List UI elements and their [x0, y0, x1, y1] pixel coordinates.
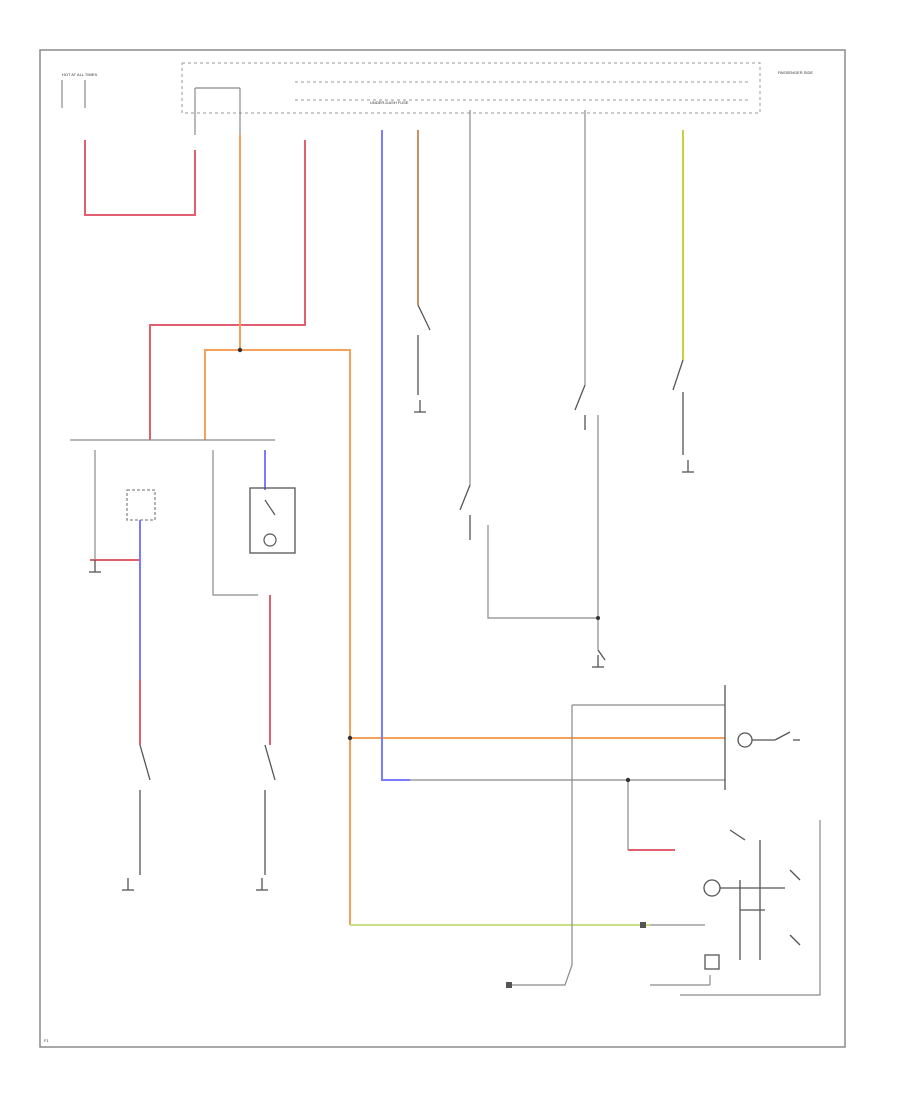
under-dash-fuse-label: UNDER-DASH FUSE [370, 100, 409, 105]
main-fuse-block [61, 80, 241, 135]
splice-points [237, 347, 631, 783]
blue-feed [381, 130, 410, 781]
relay-box [126, 489, 156, 521]
connector-stubs [506, 922, 646, 988]
timer-unit [703, 829, 801, 970]
fuse-box-outline [181, 62, 761, 114]
battery-feed-wire [84, 140, 196, 216]
ground-symbol [89, 400, 694, 891]
red-wires [84, 140, 675, 851]
chime-lamp [737, 731, 800, 748]
orange-wires [204, 135, 725, 925]
blue-wires [139, 130, 410, 781]
hot-at-all-times-label: HOT AT ALL TIMES [62, 72, 97, 77]
door-switch [139, 304, 684, 875]
gray-wires [70, 110, 821, 996]
passenger-side-label: PASSENGER SIDE [778, 70, 813, 75]
page-footer: F1 [44, 1038, 49, 1043]
diagram-border [39, 49, 846, 1048]
orange-bus [204, 349, 351, 925]
fuse-to-switch-wire [149, 140, 306, 440]
room-lamp-switch [249, 487, 296, 554]
